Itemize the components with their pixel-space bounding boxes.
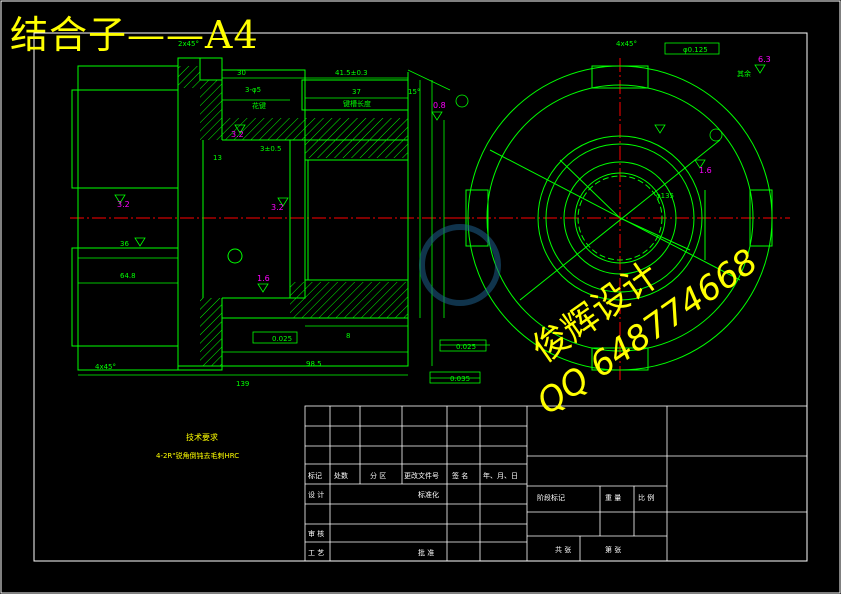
section-view (70, 57, 470, 371)
title-block (304, 405, 808, 562)
hatching (178, 66, 408, 366)
end-view (455, 58, 790, 380)
roughness-marks (114, 64, 766, 293)
dimension-lines (78, 42, 723, 384)
watermark-logo-icon (419, 224, 501, 306)
drawing-title: 结合子——A4 (10, 13, 259, 57)
